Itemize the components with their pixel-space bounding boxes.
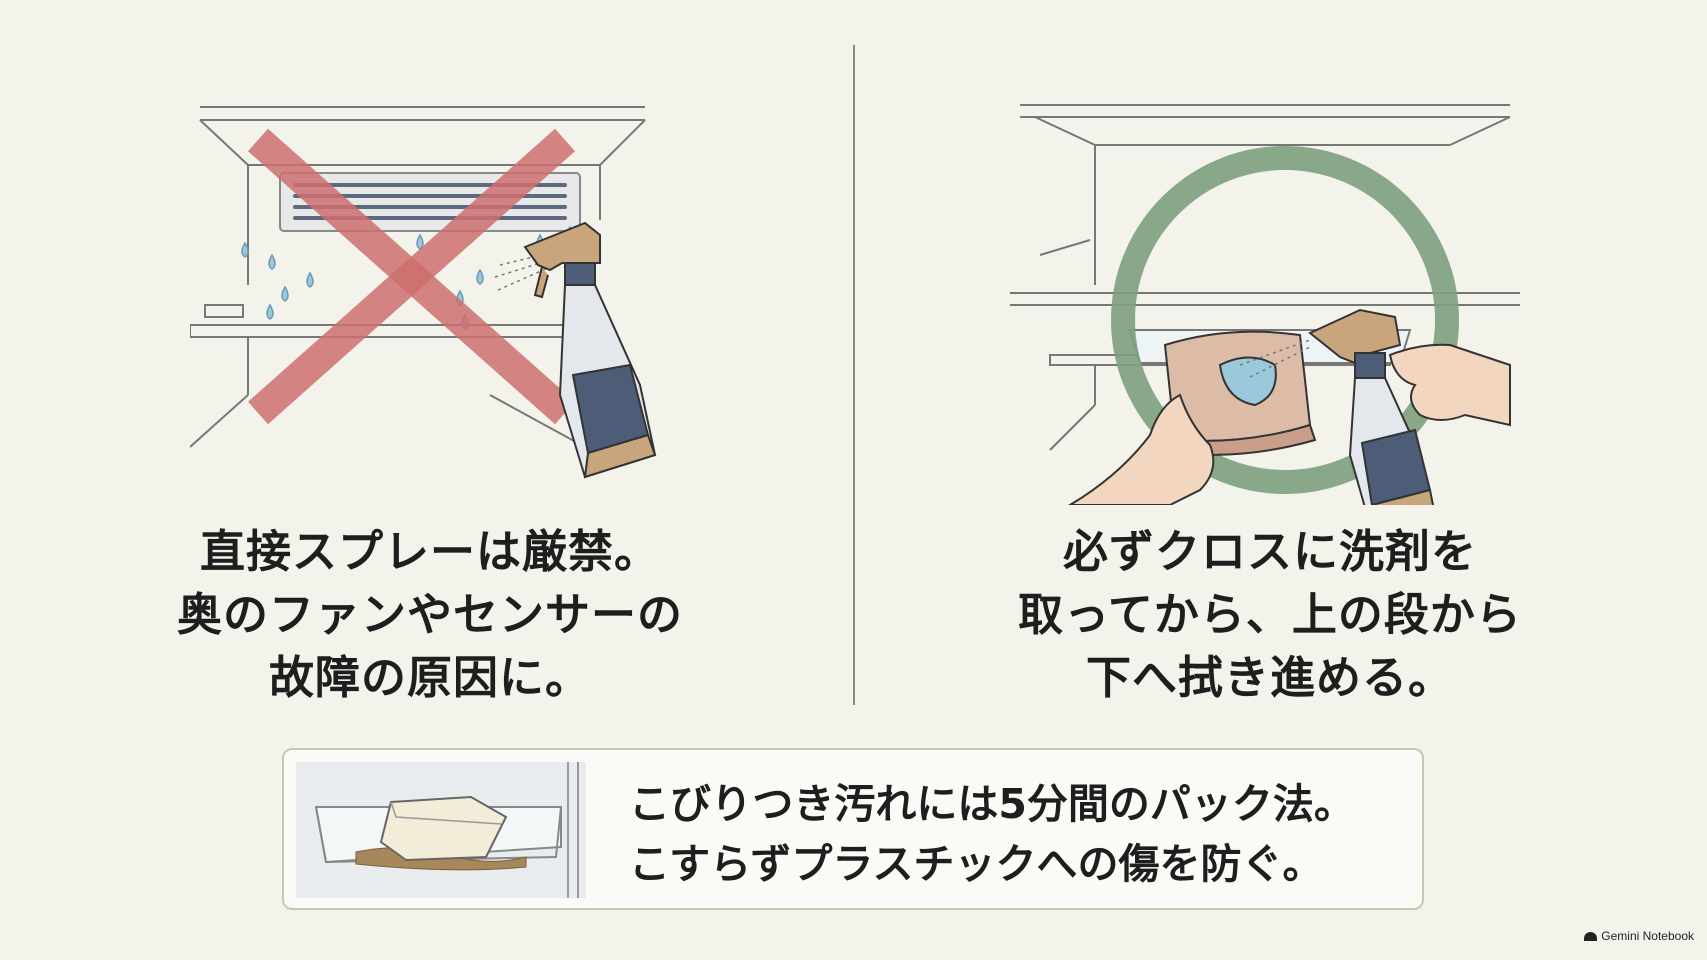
right-caption: 必ずクロスに洗剤を 取ってから、上の段から 下へ拭き進める。 [990,520,1550,709]
cloth-spray-wipe-illustration [1010,104,1520,505]
right-hand [1388,343,1511,427]
left-caption-line: 奥のファンやセンサーの [176,588,683,641]
right-caption-line: 必ずクロスに洗剤を [1062,525,1477,578]
watermark-text: Gemini Notebook [1601,929,1694,943]
spray-bottle [523,221,657,479]
circle-mark [1111,146,1459,494]
tip-text-line: こびりつき汚れには5分間のパック法。 [629,780,1355,828]
tip-text: こびりつき汚れには5分間のパック法。 こすらずプラスチックへの傷を防ぐ。 [629,774,1355,894]
cloth [1163,330,1317,456]
door-pocket-cloth-pack-illustration [296,762,586,898]
left-hand [1068,393,1215,505]
spray-bottle [1308,308,1435,505]
tip-text-line: こすらずプラスチックへの傷を防ぐ。 [629,840,1324,888]
left-caption: 直接スプレーは厳禁。 奥のファンやセンサーの 故障の原因に。 [150,520,710,709]
gemini-icon [1584,931,1598,941]
right-caption-line: 取ってから、上の段から [1018,588,1522,641]
spray-mist [1239,339,1311,378]
left-caption-line: 直接スプレーは厳禁。 [199,525,660,578]
tip-box: こびりつき汚れには5分間のパック法。 こすらずプラスチックへの傷を防ぐ。 [282,748,1424,910]
right-caption-line: 下へ拭き進める。 [1085,651,1454,704]
center-divider [853,45,855,705]
left-caption-line: 故障の原因に。 [268,651,591,704]
fridge-vent-spray-illustration [190,106,657,479]
cross-mark [248,128,575,425]
watermark: Gemini Notebook [1584,929,1694,943]
